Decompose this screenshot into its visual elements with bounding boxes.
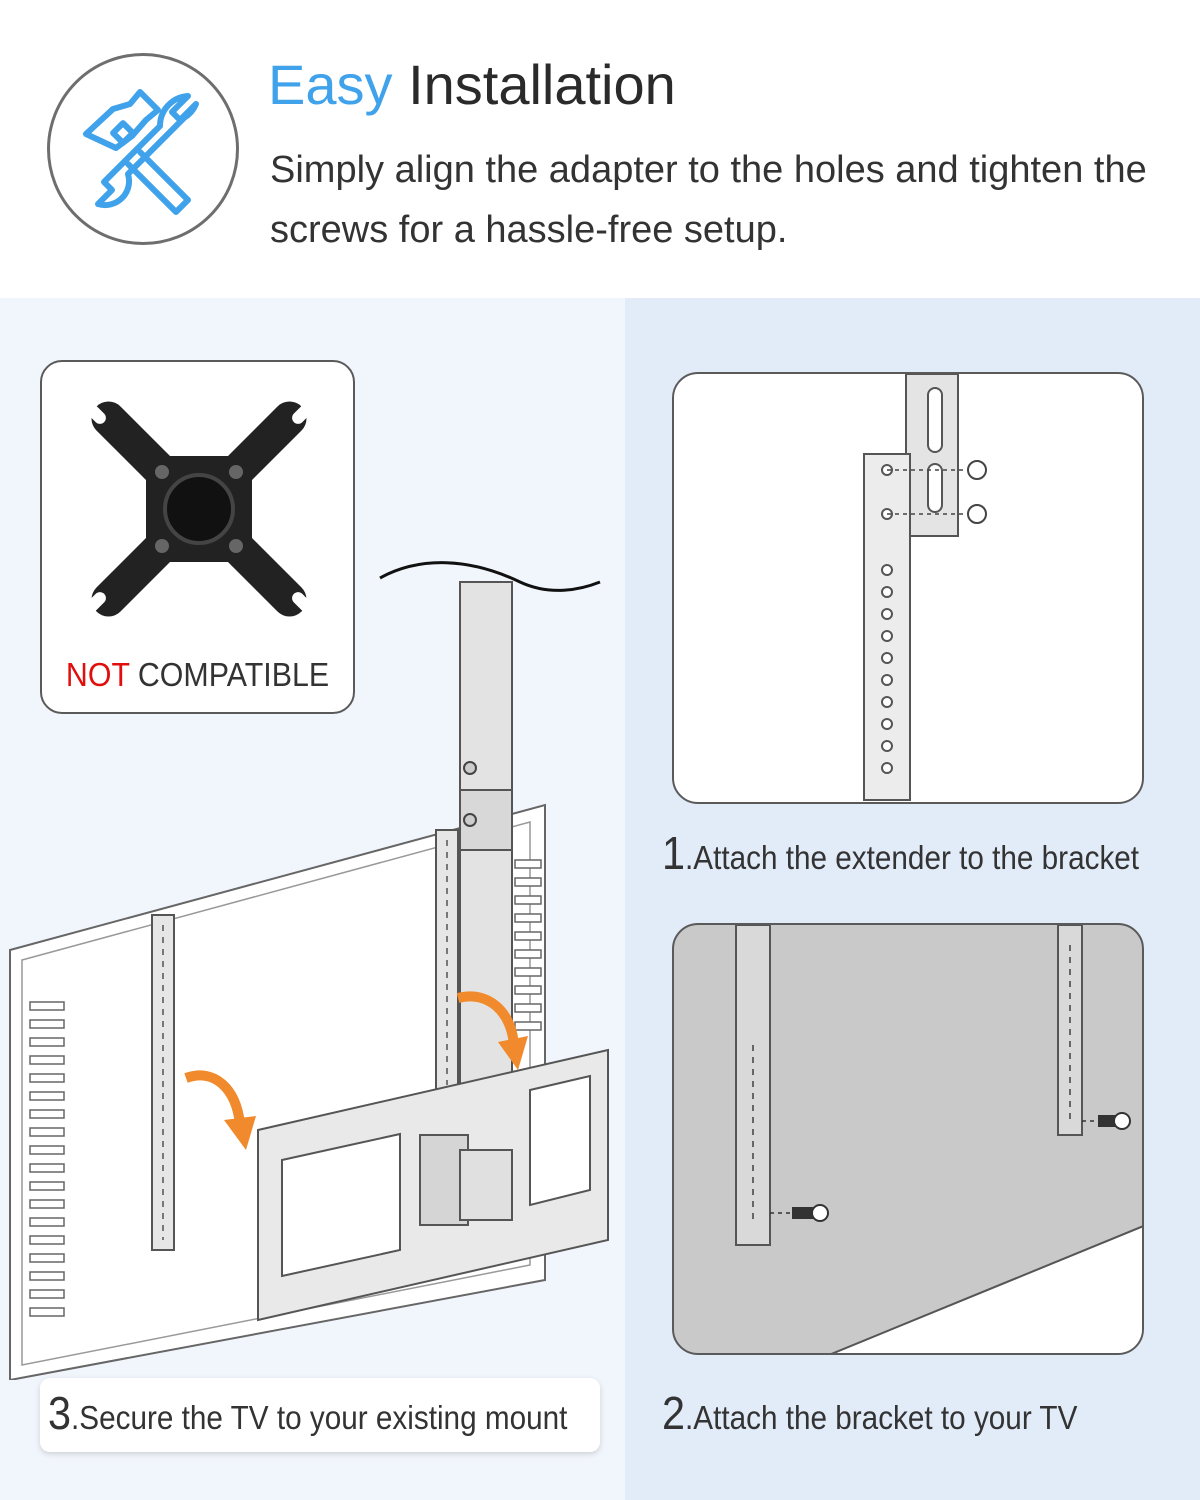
step2-image-card bbox=[672, 923, 1144, 1355]
step3-label: 3.Secure the TV to your existing mount bbox=[48, 1386, 567, 1440]
not-compatible-card: NOT COMPATIBLE bbox=[40, 360, 355, 714]
extender-bracket-illustration bbox=[863, 374, 987, 801]
page-subtitle: Simply align the adapter to the holes an… bbox=[270, 149, 1147, 251]
step1-text: .Attach the extender to the bracket bbox=[685, 839, 1140, 876]
title-accent: Easy bbox=[268, 53, 393, 116]
title-rest: Installation bbox=[408, 53, 676, 116]
step3-text: .Secure the TV to your existing mount bbox=[71, 1399, 568, 1436]
step1-label: 1.Attach the extender to the bracket bbox=[662, 826, 1139, 880]
step3-label-box bbox=[40, 1378, 600, 1452]
vesa-plate-icon bbox=[74, 392, 324, 624]
step2-number: 2 bbox=[662, 1387, 686, 1439]
tools-icon bbox=[83, 89, 199, 215]
step1-number: 1 bbox=[662, 827, 686, 879]
not-compatible-label: NOT COMPATIBLE bbox=[54, 656, 340, 694]
compatible-label: COMPATIBLE bbox=[137, 656, 330, 693]
page-title: Easy Installation bbox=[268, 52, 676, 118]
step2-text: .Attach the bracket to your TV bbox=[685, 1399, 1078, 1436]
not-label: NOT bbox=[65, 656, 130, 693]
step2-label: 2.Attach the bracket to your TV bbox=[662, 1386, 1077, 1440]
header: Easy Installation Simply align the adapt… bbox=[0, 0, 1200, 298]
tools-icon-circle bbox=[47, 53, 239, 245]
tv-mount-illustration bbox=[9, 561, 609, 1380]
step3-number: 3 bbox=[48, 1387, 72, 1439]
step1-image-card bbox=[672, 372, 1144, 804]
bracket-tv-illustration bbox=[735, 925, 1142, 1353]
